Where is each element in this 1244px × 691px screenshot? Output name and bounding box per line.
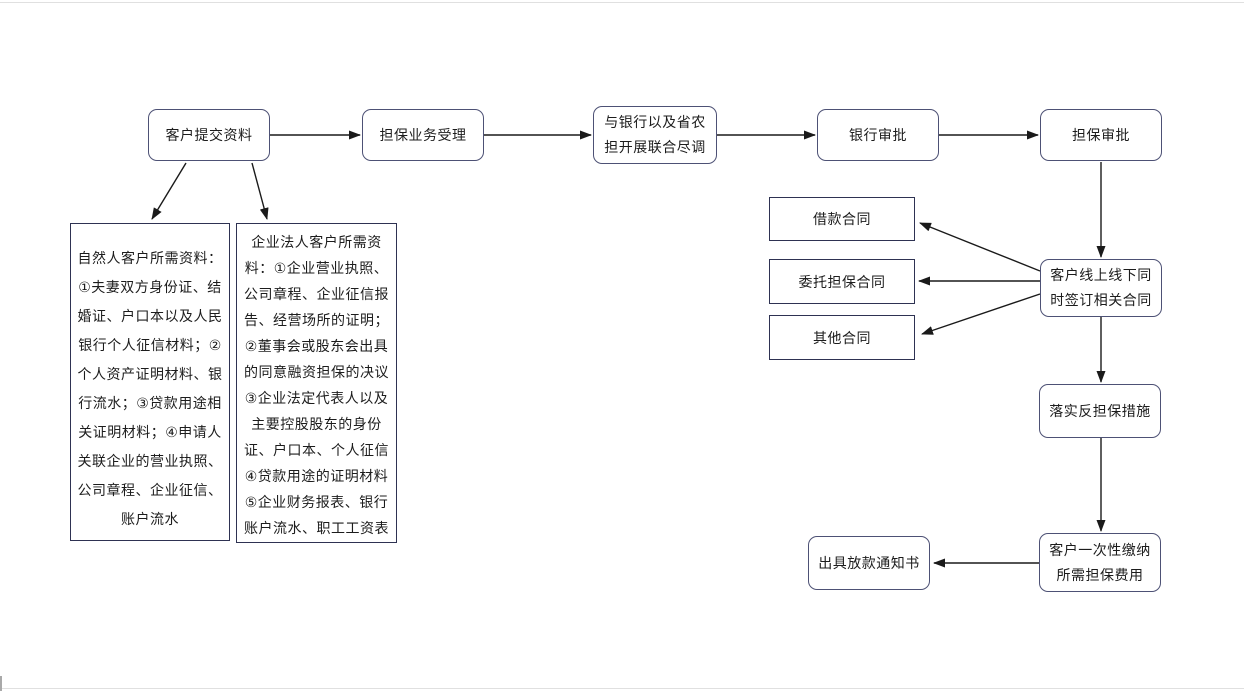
arrow-submit-to-corporate	[251, 162, 269, 220]
box-natural-person-materials: 自然人客户所需资料： ①夫妻双方身份证、结 婚证、户口本以及人民 银行个人征信材…	[70, 223, 230, 541]
node-customer-submit: 客户提交资料	[148, 109, 270, 161]
node-joint-due-diligence: 与银行以及省农 担开展联合尽调	[593, 106, 717, 164]
node-loan-disbursement-notice: 出具放款通知书	[808, 536, 930, 590]
node-guarantee-approval: 担保审批	[1040, 109, 1162, 161]
page-bottom-border	[0, 688, 1244, 689]
box-corporate-materials: 企业法人客户所需资 料：①企业营业执照、 公司章程、企业征信报 告、经营场所的证…	[236, 223, 397, 543]
arrow-sign-to-other-contract	[921, 293, 1041, 335]
left-edge-artifact	[0, 676, 2, 691]
box-loan-contract: 借款合同	[769, 197, 915, 241]
page-top-border	[0, 2, 1244, 3]
arrow-submit-to-natural-person	[151, 162, 187, 220]
node-pay-guarantee-fee: 客户一次性缴纳 所需担保费用	[1039, 533, 1161, 592]
node-guarantee-accept: 担保业务受理	[362, 109, 484, 161]
node-counter-guarantee-measures: 落实反担保措施	[1039, 384, 1161, 438]
box-entrust-guarantee-contract: 委托担保合同	[769, 259, 915, 304]
arrow-sign-to-loan-contract	[919, 222, 1041, 272]
node-sign-contracts: 客户线上线下同 时签订相关合同	[1040, 259, 1162, 317]
box-other-contract: 其他合同	[769, 315, 915, 360]
node-bank-approval: 银行审批	[817, 109, 939, 161]
